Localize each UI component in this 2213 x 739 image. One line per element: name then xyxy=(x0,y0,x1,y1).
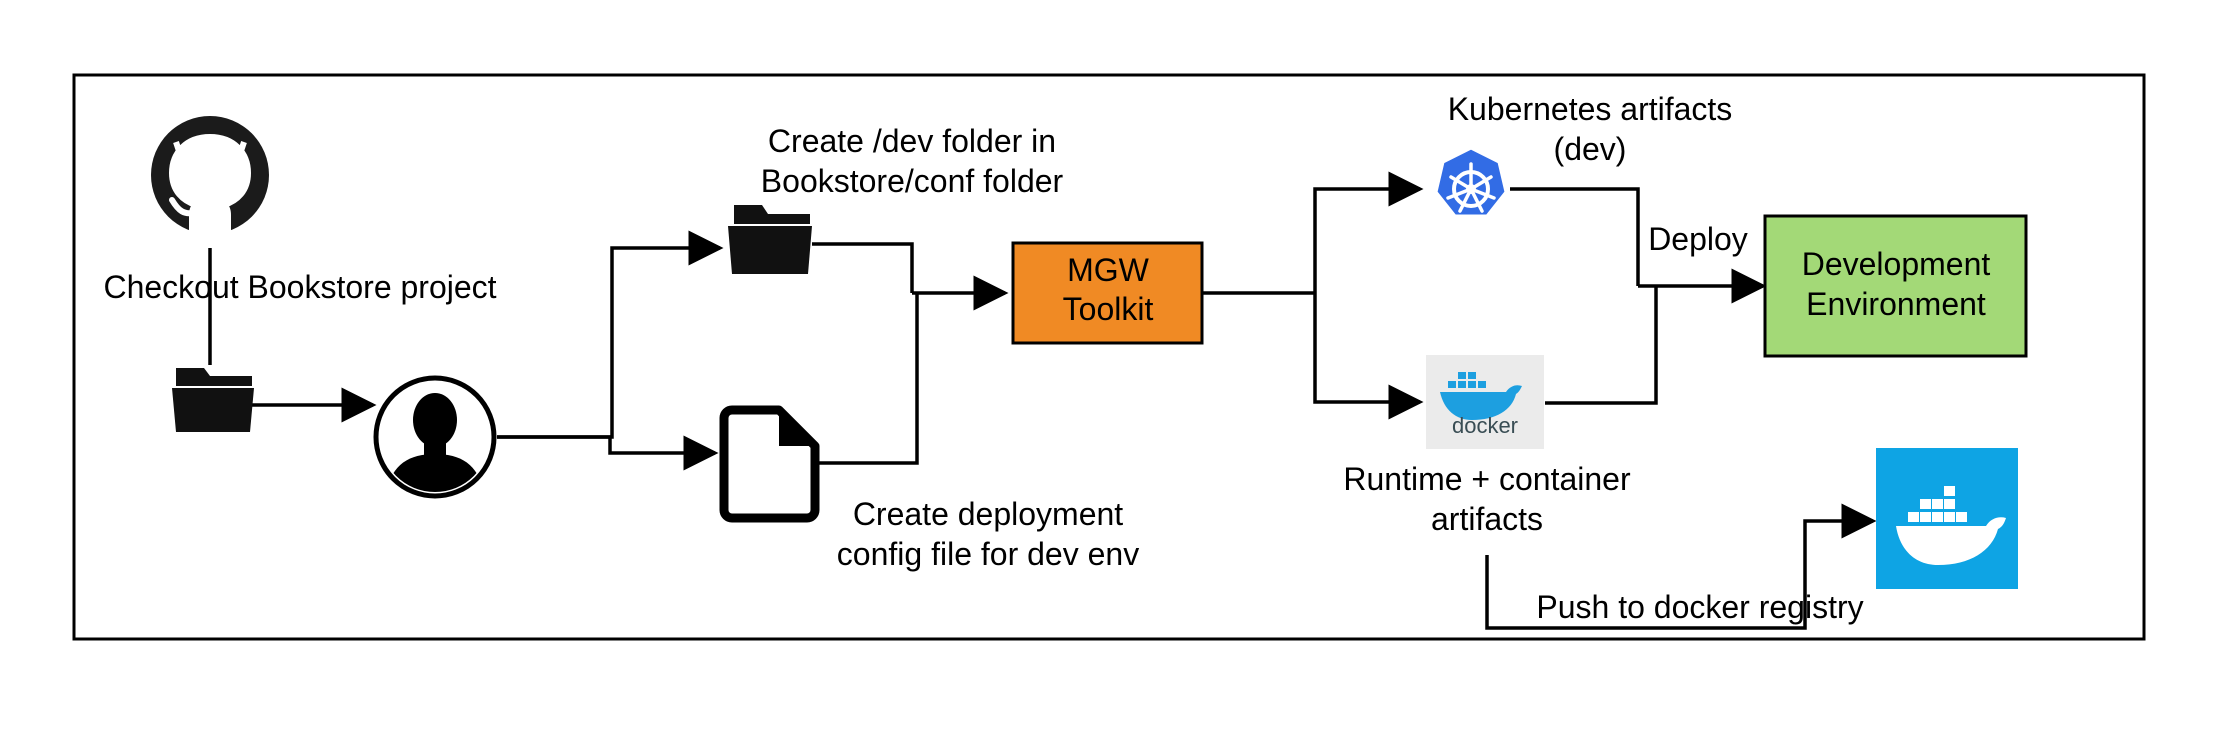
connector-devfolder-mgw xyxy=(812,242,914,293)
connector-user-configfile xyxy=(497,435,719,471)
checkout-label: Checkout Bookstore project xyxy=(103,269,496,305)
connectors xyxy=(208,171,1877,630)
docker-registry-icon xyxy=(1876,448,2018,589)
file-icon xyxy=(719,405,820,523)
deploy-label: Deploy xyxy=(1648,221,1748,257)
diagram-frame xyxy=(72,73,2146,641)
create-dev-folder-label-1: Create /dev folder in xyxy=(768,123,1056,159)
k8s-label-2: (dev) xyxy=(1554,131,1627,167)
connector-mgw-docker xyxy=(1313,293,1424,420)
connector-user-devfolder xyxy=(497,230,724,439)
connector-mgw-k8s xyxy=(1313,171,1424,293)
mgw-toolkit-box: MGW Toolkit xyxy=(1011,241,1204,345)
runtime-label-2: artifacts xyxy=(1431,501,1543,537)
folder-icon xyxy=(172,368,254,432)
create-dev-folder-label-2: Bookstore/conf folder xyxy=(761,163,1064,199)
docker-wordmark: docker xyxy=(1452,413,1518,438)
create-config-label-1: Create deployment xyxy=(853,496,1123,532)
connector-configfile-mgw xyxy=(818,293,919,465)
mgw-label-2: Toolkit xyxy=(1063,291,1154,327)
runtime-label-1: Runtime + container xyxy=(1343,461,1631,497)
dev-environment-box: Development Environment xyxy=(1763,214,2028,358)
folder-icon xyxy=(728,205,812,274)
dev-env-label-2: Environment xyxy=(1806,286,1986,322)
docker-icon: docker xyxy=(1426,355,1544,449)
user-icon xyxy=(373,375,497,499)
k8s-label-1: Kubernetes artifacts xyxy=(1448,91,1733,127)
github-icon xyxy=(151,116,269,248)
create-config-label-2: config file for dev env xyxy=(837,536,1139,572)
connector-k8s-devenv xyxy=(1510,187,1640,286)
connector-push-registry xyxy=(1485,503,1877,630)
push-label: Push to docker registry xyxy=(1536,589,1863,625)
connector-docker-devenv xyxy=(1545,286,1658,405)
dev-env-label-1: Development xyxy=(1802,246,1991,282)
kubernetes-icon xyxy=(1434,146,1508,218)
mgw-label-1: MGW xyxy=(1067,252,1150,288)
